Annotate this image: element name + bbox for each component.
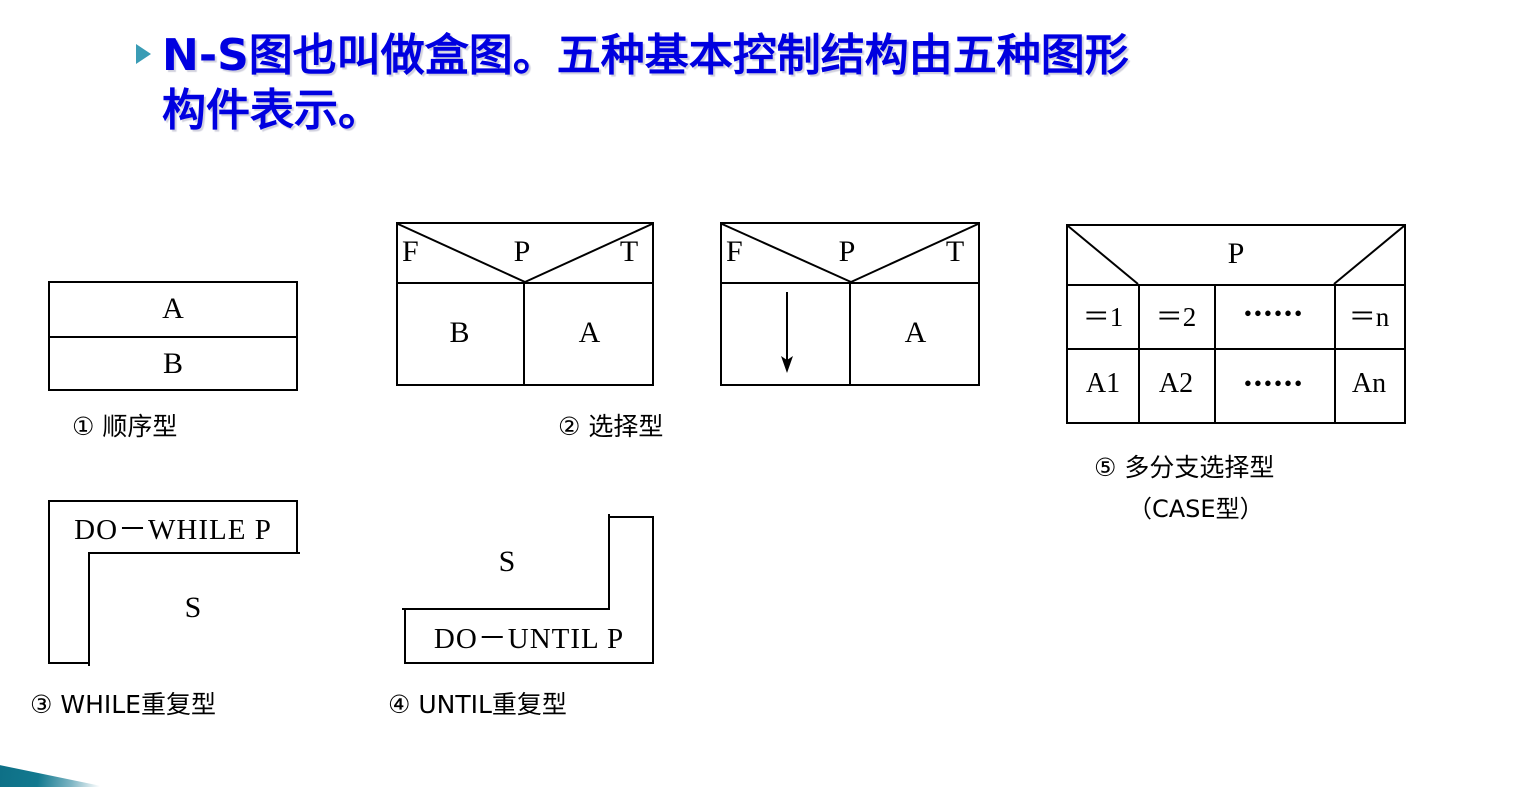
selection2-branch-divider bbox=[849, 282, 851, 386]
selection2-true-branch: A bbox=[904, 316, 927, 349]
case-row-divider bbox=[1068, 348, 1404, 350]
while-loop-caption: ③ WHILE重复型 bbox=[30, 690, 216, 719]
selection1-false-label: F bbox=[402, 235, 419, 268]
case-col-divider-2 bbox=[1214, 284, 1216, 422]
triangle-right-icon bbox=[136, 44, 151, 64]
sequence-diagram bbox=[48, 281, 298, 391]
case-condition-cell-1: ＝1 bbox=[1082, 301, 1124, 332]
case-diagram bbox=[1066, 224, 1406, 424]
down-arrow-icon bbox=[781, 292, 793, 373]
case-col-divider-3 bbox=[1334, 284, 1336, 422]
selection2-condition-label: P bbox=[838, 235, 856, 268]
selection1-condition-label: P bbox=[513, 235, 531, 268]
selection1-branch-divider bbox=[523, 282, 525, 386]
while-loop-body-box bbox=[88, 552, 300, 666]
while-loop-header-label: DO－WHILE P bbox=[74, 514, 272, 546]
selection1-true-branch: A bbox=[578, 316, 601, 349]
case-condition-diagonals bbox=[1067, 225, 1405, 285]
case-condition-cell-n: ＝n bbox=[1348, 301, 1390, 332]
sequence-caption: ① 顺序型 bbox=[72, 412, 178, 441]
slide-title-block: N-S图也叫做盒图。五种基本控制结构由五种图形构件表示。 bbox=[132, 28, 1132, 138]
case-condition-cell-ellipsis: •••••• bbox=[1243, 301, 1305, 326]
selection-diagram-1 bbox=[396, 222, 654, 386]
corner-decoration bbox=[0, 763, 100, 787]
case-condition-label: P bbox=[1227, 237, 1245, 270]
selection2-true-label: T bbox=[945, 235, 965, 268]
sequence-divider bbox=[50, 336, 296, 338]
selection1-true-label: T bbox=[619, 235, 639, 268]
selection1-false-branch: B bbox=[449, 316, 470, 349]
until-loop-footer-label: DO－UNTIL P bbox=[433, 623, 625, 655]
case-header-divider bbox=[1068, 284, 1404, 286]
selection-caption: ② 选择型 bbox=[558, 412, 664, 441]
sequence-cell-a: A bbox=[162, 291, 184, 325]
while-loop-body-label: S bbox=[184, 591, 202, 624]
case-col-divider-1 bbox=[1138, 284, 1140, 422]
selection1-condition-diagonals bbox=[397, 223, 653, 283]
selection2-condition-diagonals bbox=[721, 223, 979, 283]
until-loop-body-label: S bbox=[498, 545, 516, 578]
page-title: N-S图也叫做盒图。五种基本控制结构由五种图形构件表示。 bbox=[162, 30, 1129, 136]
case-action-cell-2: A2 bbox=[1158, 368, 1194, 399]
until-loop-body-box bbox=[402, 514, 610, 610]
case-action-cell-ellipsis: •••••• bbox=[1243, 371, 1305, 396]
case-action-cell-n: An bbox=[1351, 368, 1387, 399]
sequence-cell-b: B bbox=[162, 346, 183, 380]
until-loop-caption: ④ UNTIL重复型 bbox=[388, 690, 567, 719]
selection1-header-divider bbox=[398, 282, 652, 284]
case-caption-line2: （CASE型） bbox=[1128, 495, 1264, 523]
case-caption-line1: ⑤ 多分支选择型 bbox=[1094, 453, 1275, 482]
selection2-false-label: F bbox=[726, 235, 743, 268]
selection-diagram-2 bbox=[720, 222, 980, 386]
case-action-cell-1: A1 bbox=[1085, 368, 1121, 399]
case-condition-cell-2: ＝2 bbox=[1155, 301, 1197, 332]
